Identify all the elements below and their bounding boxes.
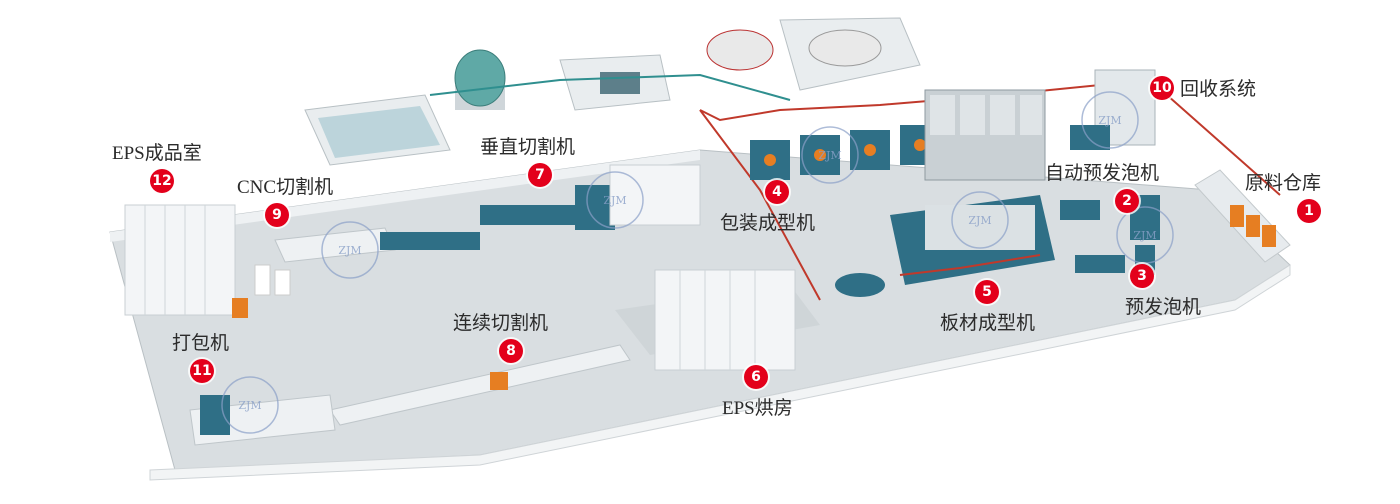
station-label: 打包机: [172, 333, 230, 354]
station-3: 3 预发泡机: [1125, 264, 1201, 319]
forklift: [232, 298, 248, 318]
station-number-badge: 6: [744, 365, 768, 389]
station-label: 板材成型机: [940, 313, 1036, 334]
station-5: 5 板材成型机: [940, 280, 1035, 335]
back-wall: [110, 150, 700, 242]
station-label: 连续切割机: [453, 313, 549, 334]
station-11: 打包机 11: [172, 328, 229, 383]
packing-line: [189, 394, 336, 446]
station-8: 连续切割机 8: [453, 308, 548, 363]
watermark-text: ZJM: [818, 149, 841, 162]
watermark-text: ZJM: [338, 244, 361, 257]
station-label: CNC切割机: [237, 177, 334, 198]
station-12: EPS成品室 12: [112, 138, 202, 193]
station-2: 自动预发泡机 2: [1045, 158, 1159, 213]
station-number-badge: 10: [1150, 75, 1174, 100]
station-7: 垂直切割机 7: [480, 132, 575, 187]
watermark-text: ZJM: [1098, 114, 1121, 127]
recycle-system: [1070, 69, 1156, 150]
front-wall: [149, 264, 1291, 481]
zjm-watermarks: [221, 91, 1174, 434]
station-number-badge: 7: [528, 163, 552, 187]
station-number-badge: 9: [265, 203, 289, 227]
station-9: CNC切割机 9: [237, 172, 333, 227]
water-pipe: [429, 73, 791, 101]
station-number-badge: 2: [1115, 189, 1139, 213]
station-label: 预发泡机: [1125, 297, 1202, 318]
watermark-text: ZJM: [968, 214, 991, 227]
station-number-badge: 3: [1130, 264, 1154, 288]
station-label: 包装成型机: [720, 213, 816, 234]
station-number-badge: 4: [765, 180, 789, 204]
watermark-text: ZJM: [238, 399, 261, 412]
station-label: 垂直切割机: [480, 137, 576, 158]
station-label: EPS成品室: [112, 143, 202, 164]
vertical-cutting-machine: [480, 164, 701, 230]
station-label: 回收系统: [1180, 79, 1257, 100]
station-label: 原料仓库: [1245, 173, 1322, 194]
raw-material-bags: [1230, 205, 1276, 247]
station-4: 4 包装成型机: [720, 180, 815, 235]
material-silos: [924, 89, 1046, 181]
station-number-badge: 1: [1297, 199, 1322, 223]
watermark-text: ZJM: [603, 194, 626, 207]
station-number-badge: 8: [499, 339, 523, 363]
finished-product-blocks: [124, 204, 236, 316]
continuous-cutting-line: [329, 344, 631, 426]
station-1: 原料仓库 1: [1245, 168, 1322, 223]
station-number-badge: 5: [975, 280, 999, 304]
block-molding-machine: [835, 195, 1055, 297]
station-number-badge: 11: [190, 359, 214, 383]
cnc-cutting-machine: [254, 227, 480, 296]
station-10: 10 回收系统: [1150, 74, 1256, 101]
steam-boiler: [706, 29, 774, 71]
watermark-text: ZJM: [1133, 229, 1156, 242]
station-number-badge: 12: [150, 169, 174, 193]
cooling-tower: [454, 49, 506, 107]
station-label: EPS烘房: [722, 398, 793, 419]
station-label: 自动预发泡机: [1045, 163, 1160, 184]
dryer-room-blocks: [654, 269, 796, 371]
station-6: 6 EPS烘房: [722, 365, 793, 420]
